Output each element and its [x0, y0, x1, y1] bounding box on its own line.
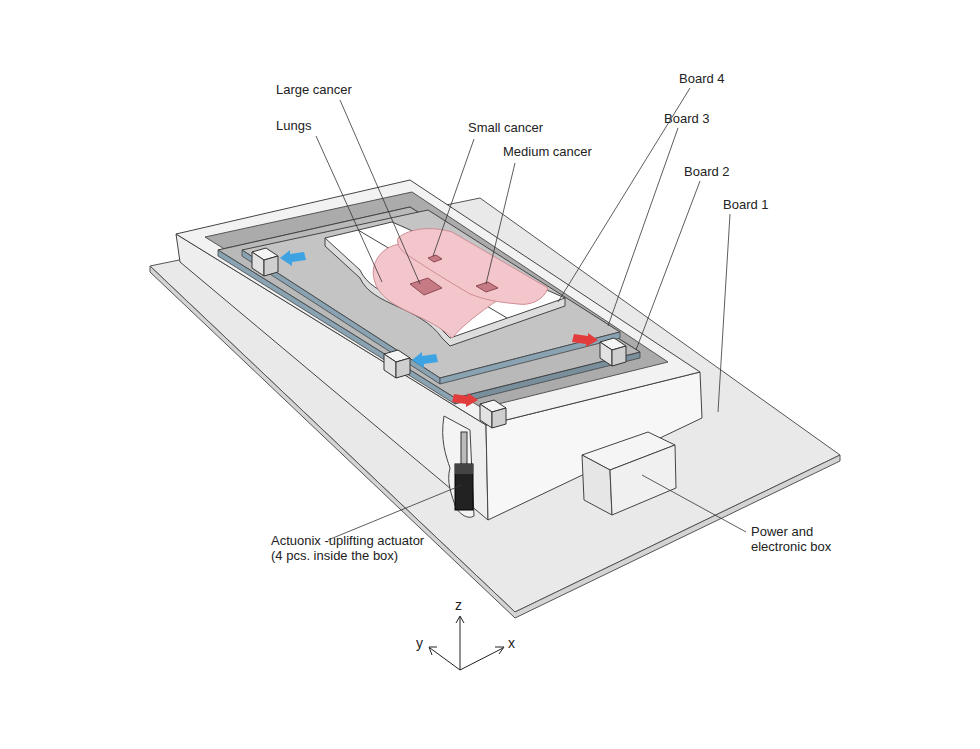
motor: [384, 350, 410, 378]
cutaway: [443, 416, 474, 517]
axis-label: y: [416, 636, 423, 651]
actuator-rod: [461, 432, 467, 466]
motor: [600, 338, 626, 366]
part-label: Small cancer: [468, 120, 543, 135]
power-box-front: [582, 455, 612, 515]
axis-label: x: [508, 636, 515, 651]
small-cancer: [428, 255, 442, 262]
leader-lines: [316, 88, 746, 540]
part-label: Medium cancer: [503, 144, 592, 159]
blue-arrow: [280, 250, 306, 266]
red-arrow: [452, 393, 478, 407]
medium-cancer: [476, 282, 498, 292]
red-arrow: [572, 333, 598, 347]
board-label: Board 1: [723, 197, 769, 212]
motor: [252, 248, 278, 276]
right-lung: [398, 229, 548, 305]
blue-arrow: [412, 352, 438, 368]
board-label: Board 4: [679, 71, 725, 86]
power-box-side: [610, 445, 676, 515]
board-label: Board 3: [664, 111, 710, 126]
part-label: Actuonix -uplifting actuator (4 pcs. ins…: [271, 533, 431, 563]
motor: [480, 400, 506, 428]
large-cancer: [410, 278, 442, 295]
board-4: [325, 222, 565, 338]
board-label: Board 2: [684, 164, 730, 179]
housing-recess: [205, 192, 668, 408]
board-2: [218, 207, 640, 398]
part-label: Power and electronic box: [751, 524, 851, 554]
axes: [429, 616, 504, 670]
axis-label: z: [455, 598, 462, 613]
housing-top: [176, 180, 700, 425]
actuator-cap: [455, 464, 473, 474]
base-plate: [150, 198, 840, 612]
part-label: Lungs: [276, 118, 311, 133]
board-edge: [218, 207, 640, 404]
part-label: Large cancer: [276, 82, 352, 97]
